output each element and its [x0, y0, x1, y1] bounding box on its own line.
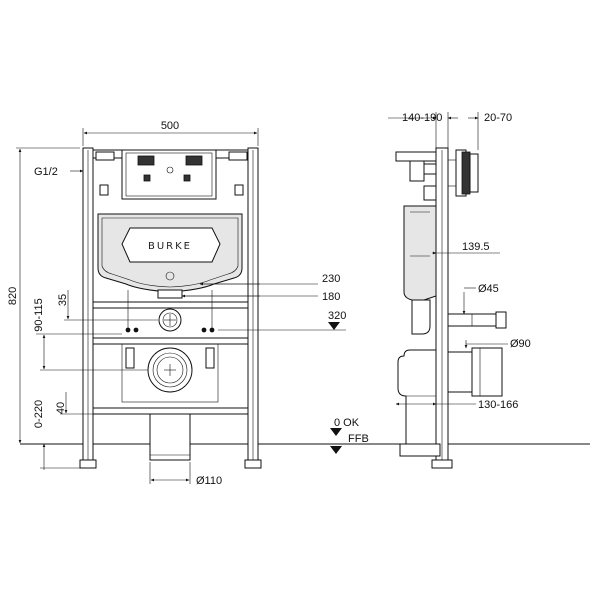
dim-20-70: 20-70 — [484, 112, 512, 124]
water-inlet-label: G1/2 — [34, 166, 58, 178]
side-view — [395, 147, 507, 469]
level-ffb-label: FFB — [348, 433, 369, 445]
level-ok-label: 0 OK — [334, 417, 360, 429]
side-cistern — [403, 205, 437, 301]
dim-90: Ø90 — [510, 338, 531, 350]
drain-pipe — [149, 413, 191, 461]
dim-height: 820 — [7, 287, 19, 305]
dim-180: 180 — [322, 291, 340, 303]
dim-320: 320 — [328, 310, 346, 322]
flush-pipe-side — [447, 313, 499, 327]
dim-90-115: 90-115 — [33, 298, 45, 331]
side-dimensions: 140-190 20-70 139.5 Ø45 Ø90 130-166 — [388, 112, 531, 411]
drain-elbow — [397, 349, 437, 445]
dim-drain-diameter: Ø110 — [196, 475, 222, 487]
dim-40: 40 — [55, 402, 67, 414]
drain-connector-side — [447, 351, 473, 393]
dim-139-5: 139.5 — [462, 241, 490, 253]
dim-35: 35 — [57, 294, 69, 306]
dim-45: Ø45 — [478, 283, 499, 295]
dim-0-220: 0-220 — [33, 400, 45, 428]
dim-width: 500 — [161, 120, 179, 132]
brand-panel — [121, 227, 221, 263]
front-dimensions: 500 820 G1/2 230 180 320 35 90-115 40 — [7, 120, 369, 487]
frame-right-foot — [244, 459, 262, 469]
dim-230: 230 — [322, 273, 340, 285]
dim-130-166: 130-166 — [478, 399, 518, 411]
frame-left-foot — [79, 459, 97, 469]
brand-logo: BURKE — [148, 241, 192, 252]
dim-140-190: 140-190 — [402, 112, 442, 124]
front-view: BURKE — [70, 147, 262, 469]
